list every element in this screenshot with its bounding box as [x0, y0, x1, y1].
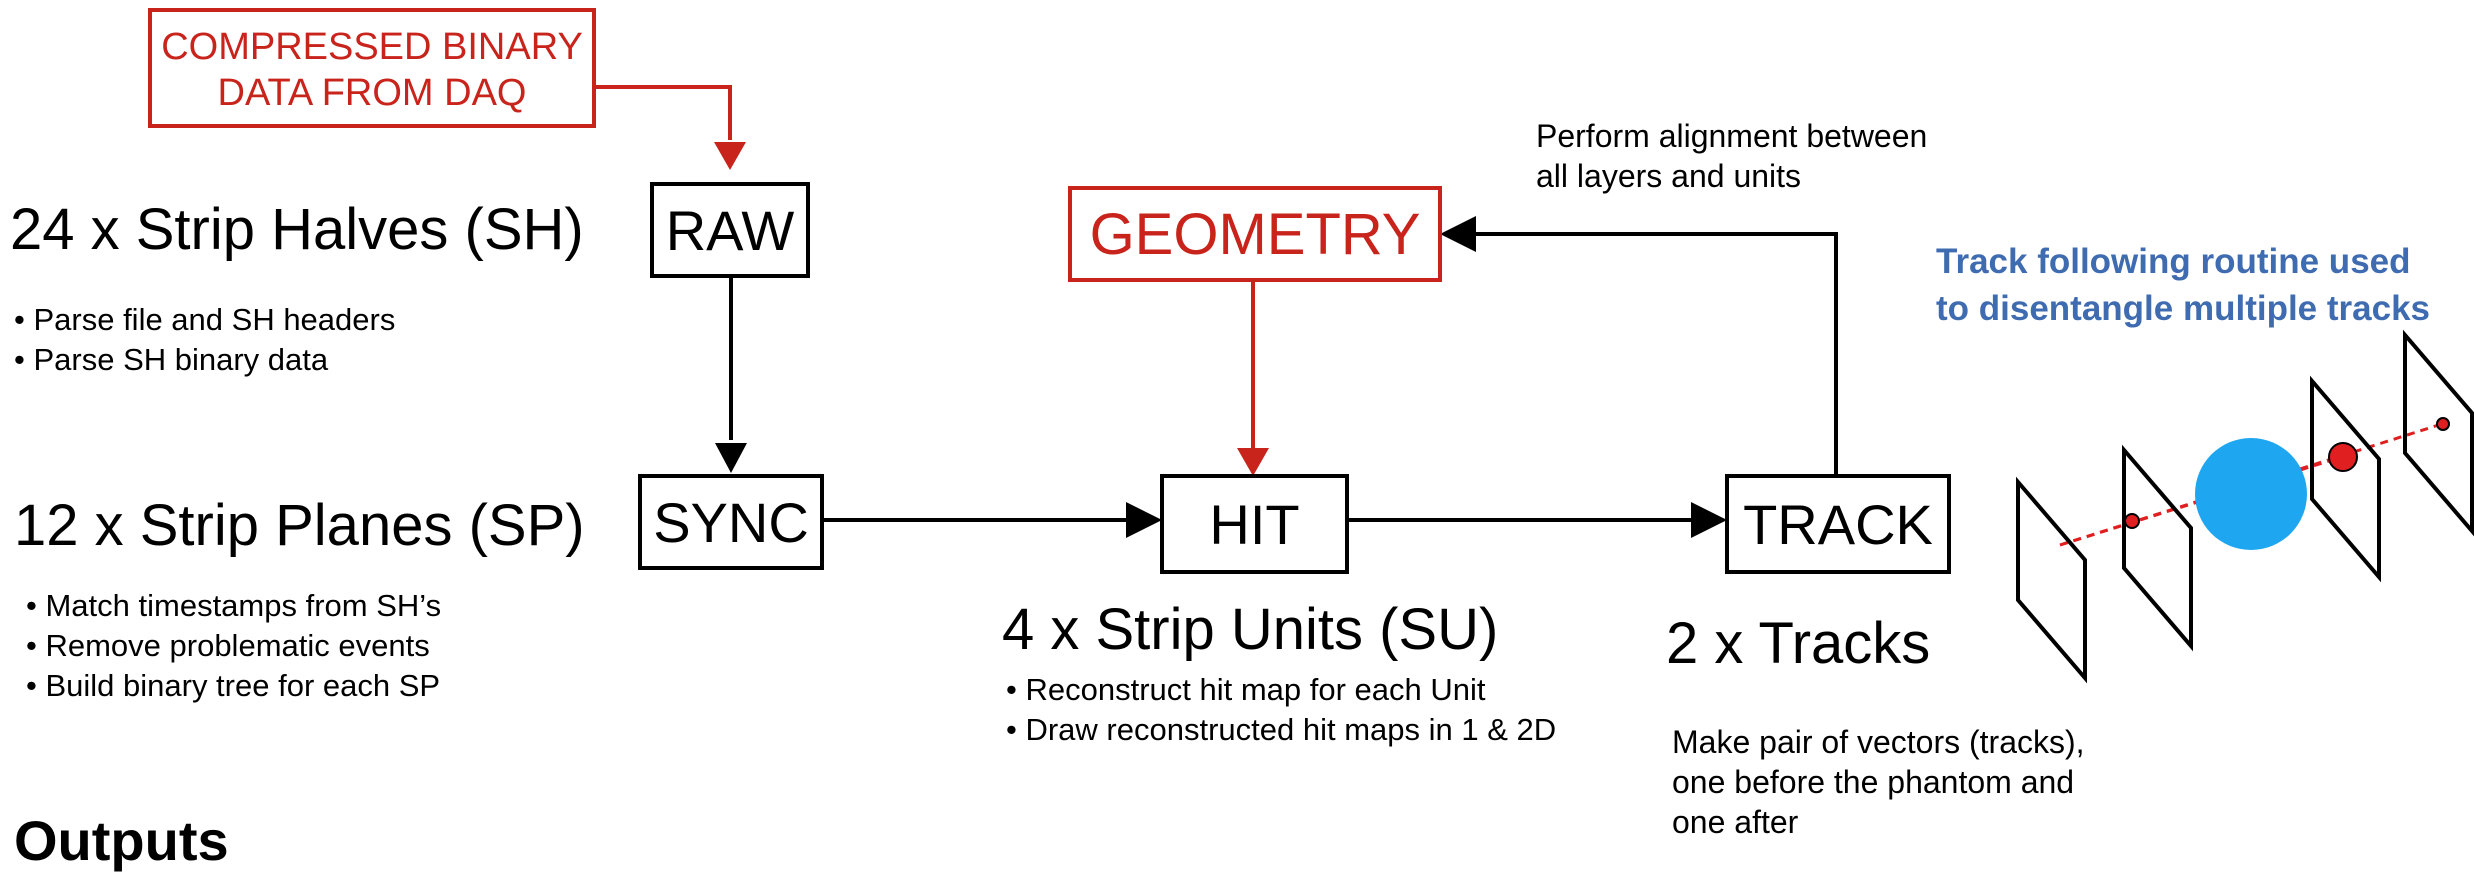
- arrow-head-hit-track: [1691, 502, 1727, 538]
- arrow-head-daq-raw: [714, 142, 746, 170]
- tracks-heading: 2 x Tracks: [1666, 611, 1931, 676]
- strip-planes-bullets: Match timestamps from SH’s Remove proble…: [26, 586, 441, 706]
- flow-connectors: [596, 85, 2474, 684]
- tracks-note-line: Make pair of vectors (tracks),: [1672, 724, 2085, 760]
- hit-box: HIT: [1160, 474, 1349, 574]
- outputs-heading: Outputs: [14, 809, 229, 872]
- tracking-routine-note: Track following routine used to disentan…: [1936, 238, 2430, 332]
- alignment-note: Perform alignment between all layers and…: [1536, 116, 1927, 196]
- strip-planes-bullet: Remove problematic events: [26, 626, 441, 666]
- strip-units-bullets: Reconstruct hit map for each Unit Draw r…: [1006, 670, 1556, 750]
- strip-units-bullet: Reconstruct hit map for each Unit: [1006, 670, 1556, 710]
- daq-source-line1: COMPRESSED BINARY: [161, 26, 583, 68]
- arrow-head-geometry-hit: [1237, 448, 1269, 476]
- detector-plane-3: [2310, 375, 2381, 583]
- tracks-note-line: one after: [1672, 804, 1799, 840]
- alignment-note-line: all layers and units: [1536, 158, 1802, 194]
- strip-halves-bullet: Parse file and SH headers: [14, 300, 395, 340]
- strip-halves-bullets: Parse file and SH headers Parse SH binar…: [14, 300, 395, 380]
- strip-planes-heading: 12 x Strip Planes (SP): [14, 493, 585, 558]
- arrow-head-sync-hit: [1126, 502, 1162, 538]
- daq-source-box: COMPRESSED BINARY DATA FROM DAQ: [148, 8, 596, 128]
- detector-plane-4: [2403, 329, 2474, 537]
- tracking-routine-line: Track following routine used: [1936, 242, 2411, 281]
- tracks-note-line: one before the phantom and: [1672, 764, 2075, 800]
- detector-plane-1: [2016, 476, 2087, 684]
- strip-planes-bullet: Build binary tree for each SP: [26, 666, 441, 706]
- geometry-box: GEOMETRY: [1068, 186, 1442, 282]
- arrow-daq-to-raw: [596, 85, 732, 140]
- hit-marker-plane-4: [2436, 417, 2450, 431]
- tracking-illustration: [2016, 329, 2474, 684]
- track-box: TRACK: [1725, 474, 1951, 574]
- hit-marker-plane-3: [2328, 442, 2358, 472]
- detector-plane-2: [2122, 444, 2193, 652]
- phantom-sphere: [2195, 438, 2307, 550]
- daq-source-line2: DATA FROM DAQ: [217, 72, 527, 114]
- strip-halves-heading: 24 x Strip Halves (SH): [10, 197, 584, 262]
- arrow-head-raw-sync: [715, 443, 747, 473]
- strip-halves-bullet: Parse SH binary data: [14, 340, 395, 380]
- tracks-note: Make pair of vectors (tracks), one befor…: [1672, 722, 2085, 842]
- strip-units-heading: 4 x Strip Units (SU): [1002, 597, 1499, 662]
- track-line-b: [2059, 454, 2346, 547]
- strip-planes-bullet: Match timestamps from SH’s: [26, 586, 441, 626]
- alignment-note-line: Perform alignment between: [1536, 118, 1928, 154]
- tracking-routine-line: to disentangle multiple tracks: [1936, 289, 2430, 328]
- sync-box: SYNC: [638, 474, 824, 570]
- arrow-head-track-geometry: [1440, 216, 1476, 252]
- arrow-track-to-geometry: [1474, 232, 1838, 474]
- hit-marker-plane-2: [2124, 513, 2140, 529]
- strip-units-bullet: Draw reconstructed hit maps in 1 & 2D: [1006, 710, 1556, 750]
- raw-box: RAW: [650, 182, 810, 278]
